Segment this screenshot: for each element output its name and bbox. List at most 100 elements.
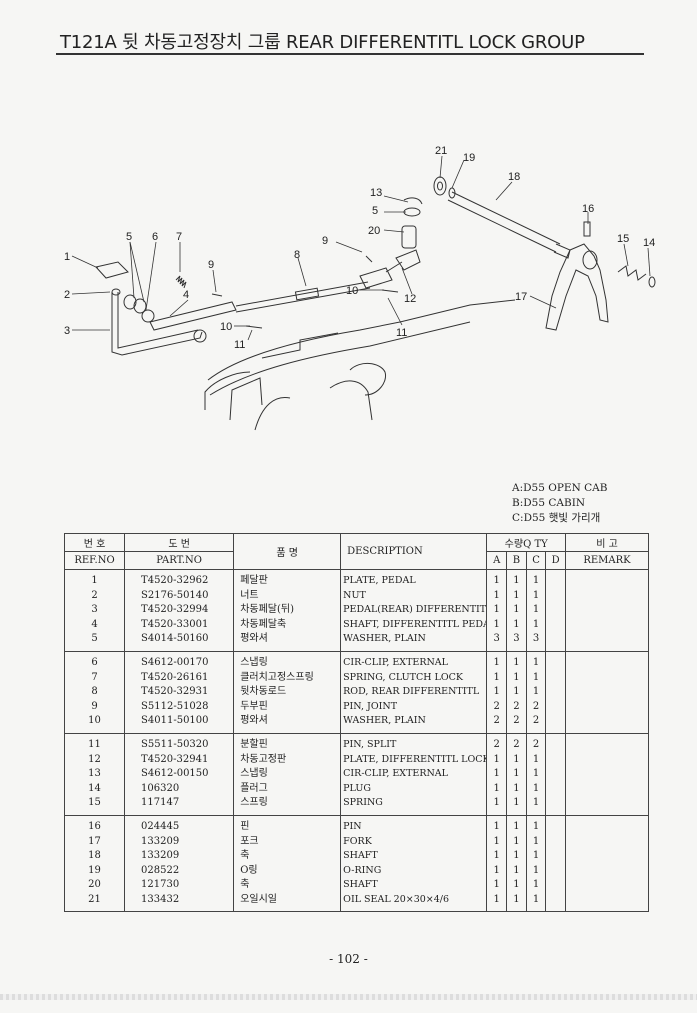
part-name-cell: 차동페달축	[240, 618, 287, 630]
part-a-cell: 1	[493, 820, 500, 832]
part-b-cell: 1	[513, 879, 520, 891]
callout-label: 9	[208, 259, 214, 271]
callout-label: 9	[322, 235, 328, 247]
part-d-cell	[546, 753, 565, 768]
callout-label: 6	[152, 231, 158, 243]
part-d-cell	[546, 738, 565, 753]
qty-d-column	[545, 814, 566, 913]
part-part-cell: S5112-51028	[141, 700, 209, 712]
callout-label: 5	[372, 205, 378, 217]
part-ref-cell: 5	[91, 633, 98, 645]
part-d-cell	[546, 618, 565, 633]
chassis-frame	[209, 321, 471, 396]
differential-rod	[235, 281, 369, 307]
part-c-cell: 2	[532, 738, 540, 750]
part-part-cell: T4520-32931	[141, 686, 209, 698]
part-d-cell	[546, 835, 565, 850]
part-desc-cell: SPRING	[343, 797, 383, 809]
part-name-cell: 오일시일	[240, 893, 277, 905]
part-a-cell: 1	[493, 618, 500, 630]
header-qty-b: B	[506, 551, 527, 570]
washer	[123, 294, 137, 310]
part-a-cell: 1	[493, 768, 500, 780]
part-c-cell: 1	[532, 575, 540, 586]
part-ref-cell: 20	[88, 879, 101, 891]
part-part-cell: S2176-50140	[141, 589, 209, 601]
part-d-cell	[546, 893, 565, 908]
part-c-cell: 1	[532, 656, 540, 668]
callout-label: 16	[582, 203, 594, 215]
chassis-frame	[229, 377, 263, 421]
callout-label: 12	[404, 293, 416, 305]
part-b-cell: 2	[513, 738, 520, 750]
header-remark-en: REMARK	[564, 551, 650, 570]
part-b-cell: 2	[513, 715, 520, 727]
lock-plate	[385, 261, 403, 273]
joint-pin	[211, 293, 223, 297]
part-desc-cell: PLUG	[343, 782, 371, 794]
part-desc-cell: PLATE, DIFFERENTITL LOCK	[343, 753, 487, 765]
chassis-frame	[254, 396, 291, 431]
callout-label: 18	[508, 171, 520, 183]
split-pin	[381, 289, 399, 293]
part-desc-cell: SHAFT	[343, 879, 378, 891]
part-d-cell	[546, 767, 565, 782]
part-desc-cell: CIR-CLIP, EXTERNAL	[343, 656, 448, 668]
part-ref-cell: 12	[88, 753, 101, 765]
part-desc-cell: ROD, REAR DIFFERENTITL	[343, 686, 480, 698]
part-c-cell: 1	[532, 671, 540, 683]
part-ref-cell: 2	[91, 589, 98, 601]
qty-d-column	[545, 569, 566, 652]
part-d-cell	[546, 589, 565, 604]
legend-b: B:D55 CABIN	[512, 497, 586, 509]
part-ref-cell: 9	[91, 700, 98, 712]
part-d-cell	[546, 574, 565, 589]
part-b-cell: 1	[513, 797, 520, 809]
part-ref-cell: 11	[88, 738, 101, 750]
part-ref-cell: 15	[88, 797, 101, 809]
long-shaft	[447, 199, 557, 253]
description-column: CIR-CLIP, EXTERNAL SPRING, CLUTCH LOCK ROD…	[340, 650, 488, 734]
part-a-cell: 1	[493, 782, 500, 794]
part-part-cell: 117147	[141, 797, 180, 809]
part-ref-cell: 8	[91, 686, 98, 698]
remark-column	[564, 814, 650, 913]
header-qty: 수량Q TY	[486, 533, 566, 552]
part-desc-cell: SHAFT, DIFFERENTITL PEDAL	[343, 618, 487, 630]
part-d-cell	[546, 632, 565, 647]
part-d-cell	[546, 864, 565, 879]
part-ref-cell: 13	[88, 768, 101, 780]
part-c-cell: 1	[532, 864, 540, 876]
part-c-cell: 2	[532, 715, 540, 727]
exploded-parts-diagram: 1 2 3 4 5 6 7 8 9 10 11 12 13 14 15 16 1…	[64, 145, 656, 431]
part-b-cell: 1	[513, 835, 520, 847]
part-name-cell: 클러치고정스프링	[240, 671, 314, 683]
part-name-cell: 평와셔	[240, 715, 268, 727]
header-part-ko: 도 번	[124, 533, 235, 552]
chassis-frame	[204, 371, 251, 410]
callout-label: 11	[234, 339, 245, 351]
part-ref-cell: 16	[88, 820, 101, 832]
fork-spring	[617, 265, 647, 281]
remark-column	[564, 732, 650, 816]
part-desc-cell: NUT	[343, 589, 366, 601]
part-d-cell	[546, 714, 565, 729]
part-desc-cell: FORK	[343, 835, 372, 847]
part-desc-cell: WASHER, PLAIN	[343, 633, 426, 645]
qty-d-column	[545, 650, 566, 734]
part-part-cell: 133209	[141, 835, 180, 847]
fork-pin	[583, 221, 591, 237]
part-desc-cell: SPRING, CLUTCH LOCK	[343, 671, 464, 683]
part-a-cell: 1	[493, 797, 500, 809]
part-part-cell: S4612-00170	[141, 656, 209, 668]
part-name-cell: 차동페달(뒤)	[240, 604, 294, 616]
part-b-cell: 1	[513, 575, 520, 586]
scan-edge	[0, 994, 697, 1000]
part-a-cell: 1	[493, 671, 500, 683]
